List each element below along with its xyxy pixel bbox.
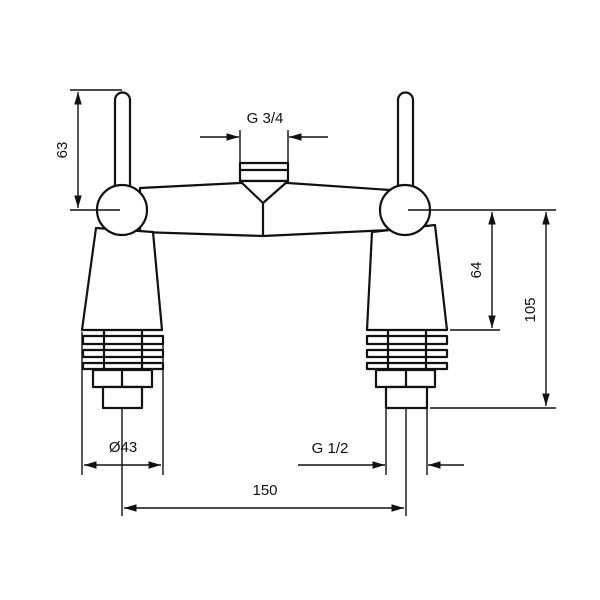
right-inlet-shank: [384, 385, 429, 410]
label-g34: G 3/4: [247, 110, 284, 127]
left-lever: [113, 91, 132, 192]
dimension-diameter-43: Ø43: [81, 332, 164, 475]
label-63: 63: [54, 142, 71, 159]
dimension-g34: G 3/4: [200, 110, 328, 163]
label-105: 105: [522, 297, 539, 322]
dimension-150: 150: [121, 408, 407, 516]
dimension-64: 64: [408, 209, 556, 331]
dimension-63: 63: [54, 89, 122, 211]
dimension-g12: G 1/2: [298, 408, 464, 475]
right-valve: [365, 91, 449, 410]
tap-body: [138, 161, 392, 238]
right-lever: [396, 91, 415, 192]
label-diameter-43: Ø43: [109, 439, 137, 456]
label-g12: G 1/2: [312, 440, 349, 457]
dimension-105: 105: [430, 212, 556, 409]
label-64: 64: [468, 262, 485, 279]
label-150: 150: [252, 482, 277, 499]
left-inlet-shank: [101, 385, 144, 410]
outlet-coupling: [238, 161, 290, 183]
left-valve: [80, 91, 165, 410]
